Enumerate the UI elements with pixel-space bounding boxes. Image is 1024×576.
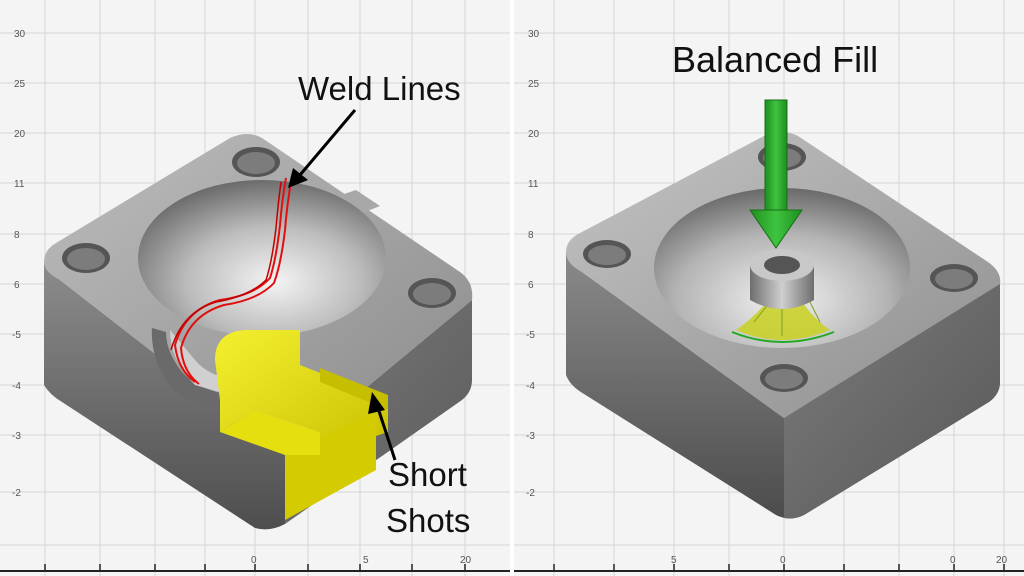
y-tick-label: 8 — [528, 230, 534, 241]
y-tick-labels: 30 25 20 11 8 6 -5 -4 -3 -2 — [12, 29, 26, 499]
weld-lines — [170, 177, 292, 385]
x-tick-label: 0 — [780, 555, 786, 566]
y-tick-label: 30 — [528, 29, 540, 40]
y-tick-label: -4 — [12, 381, 21, 392]
y-tick-labels: 30 25 20 11 8 6 -5 -4 -3 -2 — [526, 29, 540, 499]
y-tick-label: 6 — [528, 280, 534, 291]
y-tick-label: 20 — [14, 129, 26, 140]
y-tick-label: 6 — [14, 280, 20, 291]
x-tick-label: 20 — [460, 555, 472, 566]
y-tick-label: -5 — [526, 330, 535, 341]
balanced-fill-label: Balanced Fill — [672, 39, 878, 80]
panel-divider — [510, 0, 514, 576]
y-tick-label: -4 — [526, 381, 535, 392]
y-tick-label: 11 — [528, 179, 539, 190]
balanced-mold-block — [566, 132, 1001, 519]
left-panel-canvas: 30 25 20 11 8 6 -5 -4 -3 -2 0 5 20 — [0, 0, 510, 576]
short-shots-arrow — [368, 392, 397, 461]
x-axis-ticks — [553, 564, 1005, 571]
y-tick-label: -2 — [526, 488, 535, 499]
y-tick-label: 11 — [14, 179, 25, 190]
short-shots-label-line2: Shots — [386, 502, 470, 539]
x-tick-label: 0 — [251, 555, 257, 566]
right-panel: 30 25 20 11 8 6 -5 -4 -3 -2 5 0 0 20 — [514, 0, 1024, 576]
y-tick-label: 20 — [528, 129, 540, 140]
balanced-fill-zone — [736, 298, 830, 340]
x-tick-label: 0 — [950, 555, 956, 566]
x-tick-labels: 5 0 0 20 — [671, 555, 1008, 566]
y-tick-label: 25 — [528, 79, 540, 90]
y-tick-label: -3 — [12, 431, 21, 442]
y-tick-label: 8 — [14, 230, 20, 241]
bowl-cavity — [138, 180, 386, 336]
y-tick-label: 30 — [14, 29, 26, 40]
weld-lines-label: Weld Lines — [298, 70, 461, 107]
short-shots-label-line1: Short — [388, 456, 467, 493]
fill-direction-arrow — [749, 99, 803, 249]
x-axis-ticks — [44, 564, 466, 571]
x-tick-label: 5 — [363, 555, 369, 566]
left-panel: 30 25 20 11 8 6 -5 -4 -3 -2 0 5 20 — [0, 0, 510, 576]
x-tick-label: 5 — [671, 555, 677, 566]
right-panel-canvas: 30 25 20 11 8 6 -5 -4 -3 -2 5 0 0 20 — [514, 0, 1024, 576]
x-tick-labels: 0 5 20 — [251, 555, 472, 566]
x-tick-label: 20 — [996, 555, 1008, 566]
y-tick-label: 25 — [14, 79, 26, 90]
y-tick-label: -5 — [12, 330, 21, 341]
y-tick-label: -2 — [12, 488, 21, 499]
weld-lines-arrow — [288, 109, 357, 188]
y-tick-label: -3 — [526, 431, 535, 442]
